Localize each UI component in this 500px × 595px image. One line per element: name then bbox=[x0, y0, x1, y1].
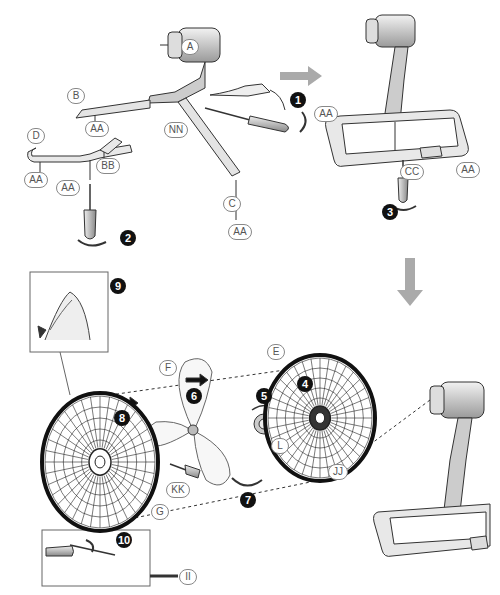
callout-number: 2 bbox=[120, 230, 136, 246]
part-label: G bbox=[151, 504, 169, 520]
part-label: C bbox=[223, 196, 241, 212]
part-label: A bbox=[181, 39, 199, 55]
part-label: NN bbox=[164, 122, 188, 138]
part-label: D bbox=[27, 128, 45, 144]
callout-number: 6 bbox=[186, 388, 202, 404]
callout-number: 5 bbox=[256, 388, 272, 404]
part-label: BB bbox=[96, 158, 119, 174]
part-label: AA bbox=[314, 106, 337, 122]
fan-grill bbox=[42, 393, 158, 531]
callout-number: 3 bbox=[382, 204, 398, 220]
part-label: B bbox=[67, 88, 85, 104]
callout-number: 7 bbox=[240, 492, 256, 508]
part-label: AA bbox=[456, 162, 479, 178]
callout-number: 9 bbox=[110, 278, 126, 294]
callout-number: 10 bbox=[116, 532, 132, 548]
part-label: AA bbox=[85, 121, 108, 137]
callout-number: 1 bbox=[290, 92, 306, 108]
callout-number: 8 bbox=[114, 410, 130, 426]
part-label: CC bbox=[400, 164, 424, 180]
part-label: JJ bbox=[328, 464, 348, 480]
part-label: KK bbox=[166, 482, 189, 498]
part-label: AA bbox=[24, 172, 47, 188]
part-label: L bbox=[271, 438, 289, 454]
part-label: AA bbox=[56, 180, 79, 196]
part-label: E bbox=[267, 344, 285, 360]
fan-grill bbox=[265, 355, 375, 481]
part-label: II bbox=[179, 569, 197, 585]
callout-number: 4 bbox=[297, 376, 313, 392]
part-label: AA bbox=[228, 224, 251, 240]
part-label: F bbox=[159, 360, 177, 376]
